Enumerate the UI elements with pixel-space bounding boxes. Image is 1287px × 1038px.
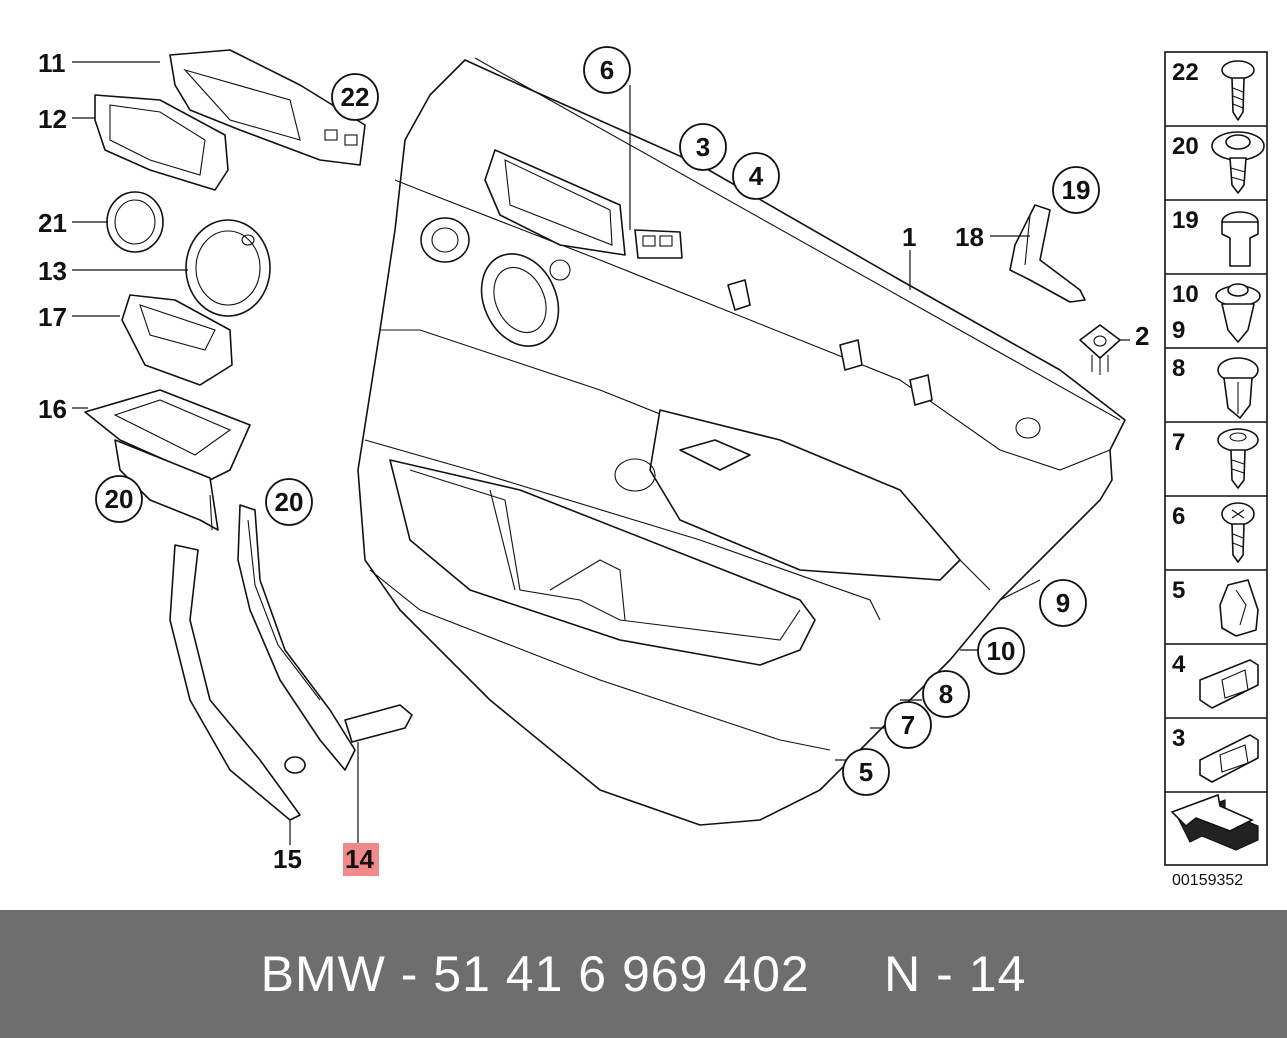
caption-text: BMW - 51 41 6 969 402 N - 14 bbox=[260, 946, 1027, 1002]
exploded-view-svg: 11 12 21 13 17 16 1 18 2 15 14 22 6 3 4 … bbox=[38, 46, 1268, 889]
leader-lines bbox=[72, 61, 1130, 845]
callout-6: 6 bbox=[600, 55, 614, 85]
clip-3-icon bbox=[1199, 734, 1259, 783]
callout-21: 21 bbox=[38, 208, 67, 238]
direction-arrow-icon bbox=[1170, 793, 1259, 851]
callout-17: 17 bbox=[38, 302, 67, 332]
callout-22: 22 bbox=[341, 82, 370, 112]
callout-15: 15 bbox=[273, 844, 302, 874]
callout-7: 7 bbox=[901, 710, 915, 740]
callout-20a: 20 bbox=[105, 484, 134, 514]
plug-19-icon bbox=[1221, 211, 1259, 267]
callout-8: 8 bbox=[939, 679, 953, 709]
sidebar-label-5: 5 bbox=[1172, 577, 1185, 604]
callout-2: 2 bbox=[1135, 321, 1149, 351]
sidebar-label-8: 8 bbox=[1172, 355, 1185, 382]
callout-18: 18 bbox=[955, 222, 984, 252]
part-11-handle-bracket bbox=[169, 49, 366, 166]
part-21-small-grille bbox=[106, 191, 164, 253]
part-12-handle-trim bbox=[94, 94, 229, 191]
sidebar-label-22: 22 bbox=[1172, 59, 1199, 86]
clip-10-9-icon bbox=[1215, 283, 1261, 343]
callout-10: 10 bbox=[987, 636, 1016, 666]
sidebar-label-6: 6 bbox=[1172, 503, 1185, 530]
circled-callouts: 22 6 3 4 19 20 20 9 10 8 7 5 bbox=[95, 46, 1100, 796]
sidebar-label-19: 19 bbox=[1172, 207, 1199, 234]
part-16-switch-housing bbox=[84, 389, 251, 531]
callout-16: 16 bbox=[38, 394, 67, 424]
callout-14: 14 bbox=[345, 844, 374, 874]
plain-callouts: 11 12 21 13 17 16 1 18 2 15 14 bbox=[38, 48, 1149, 876]
part-15-grab-handle-cover bbox=[169, 544, 306, 821]
part-14-grab-handle-carrier bbox=[237, 504, 413, 771]
part-13-speaker-grille bbox=[185, 219, 271, 317]
callout-12: 12 bbox=[38, 104, 67, 134]
callout-11: 11 bbox=[38, 48, 66, 78]
clip-8-icon bbox=[1217, 357, 1259, 419]
clip-4-icon bbox=[1199, 659, 1259, 709]
sidebar-label-3: 3 bbox=[1172, 725, 1185, 752]
reference-number: 00159352 bbox=[1172, 872, 1243, 889]
caption-bar: BMW - 51 41 6 969 402 N - 14 bbox=[0, 910, 1287, 1038]
callout-4: 4 bbox=[749, 161, 764, 191]
part-17-storage-tray bbox=[121, 294, 233, 386]
callout-5: 5 bbox=[859, 757, 873, 787]
sidebar-label-9: 9 bbox=[1172, 317, 1185, 344]
callout-3: 3 bbox=[696, 132, 710, 162]
callout-20b: 20 bbox=[275, 487, 304, 517]
sidebar-label-4: 4 bbox=[1172, 651, 1186, 678]
screw-7-icon bbox=[1217, 428, 1259, 489]
fastener-sidebar: 22 20 19 10 9 8 7 6 5 4 3 bbox=[1164, 51, 1268, 866]
sidebar-label-20: 20 bbox=[1172, 133, 1199, 160]
sidebar-label-10: 10 bbox=[1172, 281, 1199, 308]
door-panel-illustration bbox=[357, 57, 1126, 826]
screw-22-icon bbox=[1221, 60, 1255, 121]
parts-diagram: 11 12 21 13 17 16 1 18 2 15 14 22 6 3 4 … bbox=[38, 46, 1268, 889]
part-2-clip bbox=[1079, 324, 1121, 375]
callout-19: 19 bbox=[1062, 175, 1091, 205]
part-18-bracket bbox=[1009, 204, 1086, 303]
sidebar-label-7: 7 bbox=[1172, 429, 1185, 456]
screw-20-icon bbox=[1211, 131, 1265, 194]
callout-14-highlight bbox=[343, 843, 379, 876]
callout-1: 1 bbox=[902, 222, 916, 252]
callout-13: 13 bbox=[38, 256, 67, 286]
clip-5-icon bbox=[1219, 579, 1259, 637]
screw-6-icon bbox=[1221, 502, 1255, 563]
callout-9: 9 bbox=[1056, 588, 1070, 618]
